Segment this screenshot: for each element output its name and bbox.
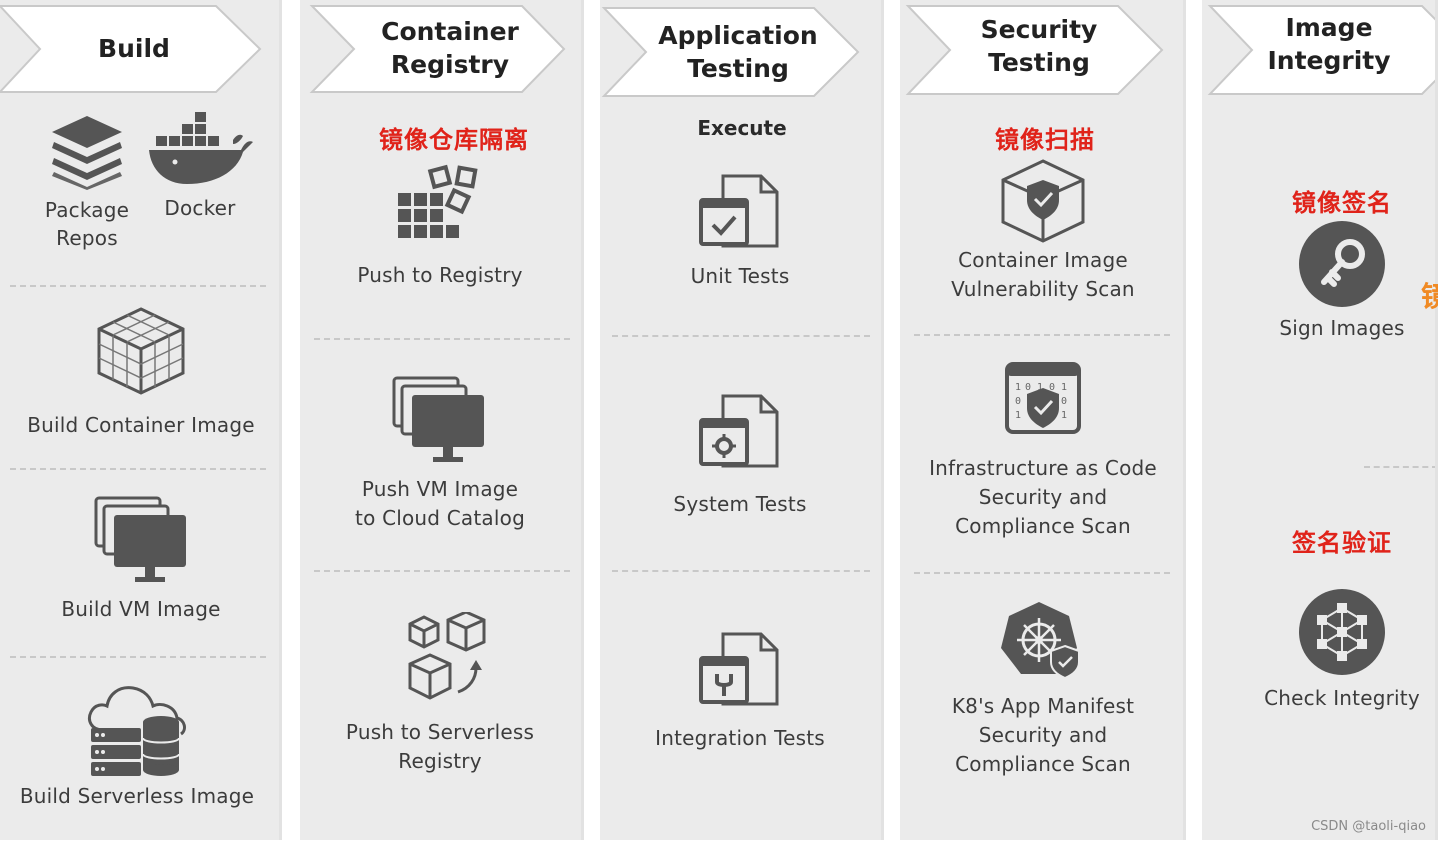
security-separator-1 [914,334,1170,336]
push-to-registry-item: Push to Registry [320,163,560,290]
apptest-separator-2 [612,570,870,572]
svg-text:0: 0 [1061,396,1067,407]
vm-stack-icon [392,376,484,462]
svg-text:1: 1 [1061,410,1067,421]
image-sign-annotation: 镜像签名 [1292,189,1392,217]
build-serverless-image-label: Build Serverless Image [19,784,255,808]
k8s-manifest-scan-item: K8's App Manifest Security and Complianc… [912,600,1174,779]
watermark: CSDN @taoli-qiao [1311,819,1426,834]
registry-chevron [309,5,566,93]
key-icon [1299,221,1385,307]
push-serverless-item: Push to Serverless Registry [320,612,560,776]
sign-images-label: Sign Images [1279,316,1405,340]
stacked-layers-icon [52,116,122,190]
integration-test-document-icon [699,632,779,706]
integration-tests-item: Integration Tests [620,628,860,753]
registry-title: Container Registry [381,17,519,79]
iac-scan-label: Infrastructure as Code Security and Comp… [929,456,1157,538]
push-to-registry-label: Push to Registry [357,263,523,287]
unit-tests-label: Unit Tests [690,264,790,288]
image-scan-annotation: 镜像扫描 [995,126,1095,154]
execute-label: Execute [697,116,787,140]
svg-text:1: 1 [1015,382,1021,393]
registry-isolation-annotation: 镜像仓库隔离 [379,126,529,154]
integrity-separator [1364,466,1438,468]
cutoff-character: 镜 [1421,280,1438,313]
container-cube-icon [97,307,185,395]
svg-text:1: 1 [1037,382,1043,393]
docker-item: Docker [140,112,260,223]
svg-text:0: 0 [1015,396,1021,407]
build-title: Build [98,33,170,63]
package-repos-item: Package Repos [20,112,154,252]
kubernetes-shield-icon [1001,602,1080,680]
integrity-column: Image Integrity 镜像签名 Sign Images 签名验证 Ch… [1202,0,1438,840]
sign-images-item: Sign Images [1220,220,1438,343]
unit-test-document-icon [699,174,779,248]
security-chevron [905,5,1164,95]
registry-separator-2 [314,570,570,572]
integrity-chevron [1207,5,1438,95]
signature-verify-annotation: 签名验证 [1292,529,1392,557]
docker-whale-icon [149,112,253,184]
integration-tests-label: Integration Tests [655,726,825,750]
push-serverless-label: Push to Serverless Registry [345,720,535,773]
registry-column: Container Registry 镜像仓库隔离 Push to Regist… [300,0,584,840]
build-container-image-item: Build Container Image [10,305,272,440]
apptest-column: Application Testing Execute Unit Tests S… [600,0,884,840]
unit-tests-item: Unit Tests [620,170,860,291]
docker-label: Docker [164,196,236,220]
apptest-chevron [601,7,860,97]
system-test-document-icon [699,394,779,468]
svg-text:1: 1 [1061,382,1067,393]
build-container-image-label: Build Container Image [27,413,255,437]
apptest-separator-1 [612,335,870,337]
registry-separator-1 [314,338,570,340]
build-column: Build Package Repos Docker [0,0,282,840]
network-nodes-icon [1299,589,1385,675]
system-tests-item: System Tests [620,390,860,519]
serverless-cubes-icon [408,612,486,700]
svg-text:0: 0 [1025,382,1031,393]
svg-text:0: 0 [1049,382,1055,393]
container-image-scan-label: Container Image Vulnerability Scan [951,248,1135,301]
build-vm-image-label: Build VM Image [61,597,221,621]
security-column: Security Testing 镜像扫描 Container Image Vu… [900,0,1186,840]
build-separator-2 [10,468,266,470]
registry-blocks-icon [398,164,478,238]
vm-stack-icon [94,496,186,582]
container-image-scan-item: Container Image Vulnerability Scan [912,158,1174,304]
cutoff-character-fragment: 镜 [1421,280,1438,314]
check-integrity-label: Check Integrity [1264,686,1420,710]
package-repos-label: Package Repos [44,198,130,250]
svg-text:1: 1 [1015,410,1021,421]
build-separator-1 [10,285,266,287]
integrity-title: Image Integrity [1267,13,1391,75]
k8s-manifest-scan-label: K8's App Manifest Security and Complianc… [951,694,1135,776]
build-serverless-image-item: Build Serverless Image [6,684,268,811]
apptest-title: Application Testing [658,21,818,83]
system-tests-label: System Tests [673,492,807,516]
push-vm-image-label: Push VM Image to Cloud Catalog [355,477,525,530]
cloud-database-icon [88,686,186,776]
check-integrity-item: Check Integrity [1220,588,1438,713]
push-vm-image-item: Push VM Image to Cloud Catalog [320,375,560,533]
security-separator-2 [914,572,1170,574]
build-vm-image-item: Build VM Image [10,495,272,624]
security-title: Security Testing [980,15,1098,77]
shield-cube-icon [1001,159,1085,243]
build-chevron [0,5,262,93]
build-separator-3 [10,656,266,658]
